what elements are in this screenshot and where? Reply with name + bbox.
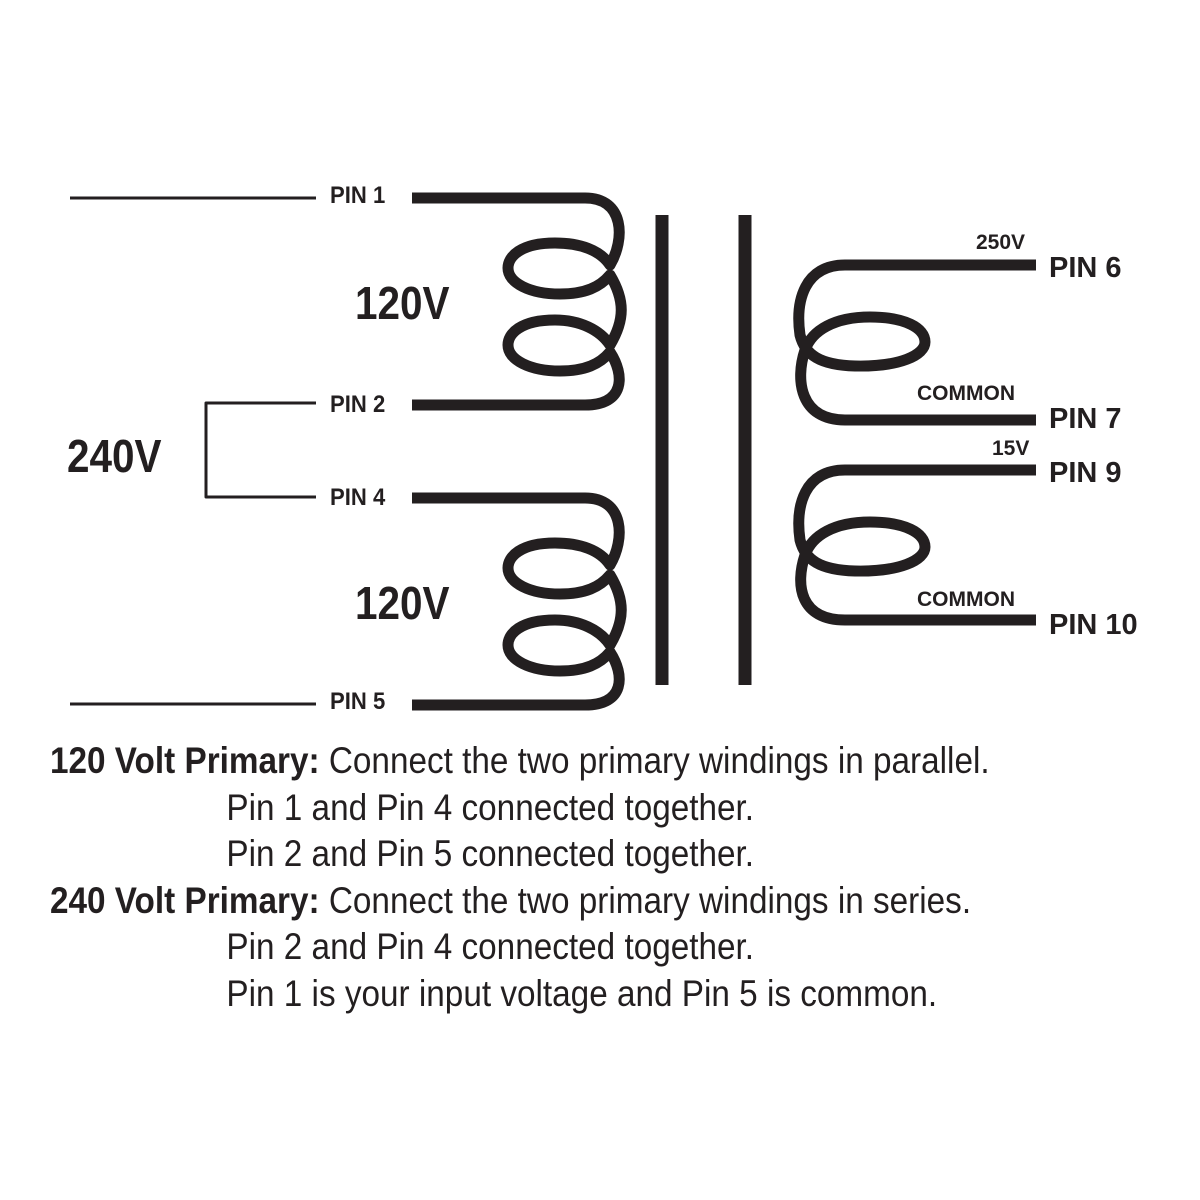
secondary-1-voltage: 250V (976, 231, 1026, 254)
pin-7-label: PIN 7 (1049, 403, 1122, 435)
secondary-winding-1 (793, 259, 1036, 426)
note-120v-heading: 120 Volt Primary: (50, 740, 320, 781)
pin-4-label: PIN 4 (330, 484, 386, 511)
pin-6-label: PIN 6 (1049, 252, 1122, 284)
pin-1-label: PIN 1 (330, 182, 386, 209)
series-voltage-label: 240V (67, 430, 162, 482)
note-240v-line-1: Pin 2 and Pin 4 connected together. (226, 926, 755, 967)
primary-winding-1-voltage: 120V (355, 277, 450, 329)
note-240v-text: Connect the two primary windings in seri… (319, 879, 972, 921)
note-120v-text: Connect the two primary windings in para… (319, 740, 990, 781)
pin-9-label: PIN 9 (1049, 457, 1122, 489)
secondary-1-common: COMMON (917, 382, 1015, 405)
primary-winding-2 (412, 492, 627, 711)
note-120v-line-2: Pin 2 and Pin 5 connected together. (226, 833, 755, 874)
series-jumper-pin2-pin4 (204, 401, 316, 499)
note-120v-line-1: Pin 1 and Pin 4 connected together. (226, 786, 755, 828)
pin-10-label: PIN 10 (1049, 609, 1138, 641)
note-240v-heading-row: 240 Volt Primary: Connect the two primar… (50, 878, 990, 925)
secondary-2-common: COMMON (917, 588, 1015, 611)
note-240v-heading: 240 Volt Primary: (50, 879, 320, 921)
primary-winding-2-voltage: 120V (355, 577, 450, 629)
note-240v-line-2: Pin 1 is your input voltage and Pin 5 is… (226, 972, 938, 1014)
primary-winding-1 (412, 192, 627, 411)
pin-5-label: PIN 5 (330, 688, 386, 715)
secondary-2-voltage: 15V (992, 437, 1030, 460)
note-120v-heading-row: 120 Volt Primary: Connect the two primar… (50, 738, 990, 785)
pin-2-label: PIN 2 (330, 391, 386, 418)
secondary-winding-2 (793, 464, 1036, 626)
wiring-instructions: 120 Volt Primary: Connect the two primar… (50, 738, 990, 1017)
